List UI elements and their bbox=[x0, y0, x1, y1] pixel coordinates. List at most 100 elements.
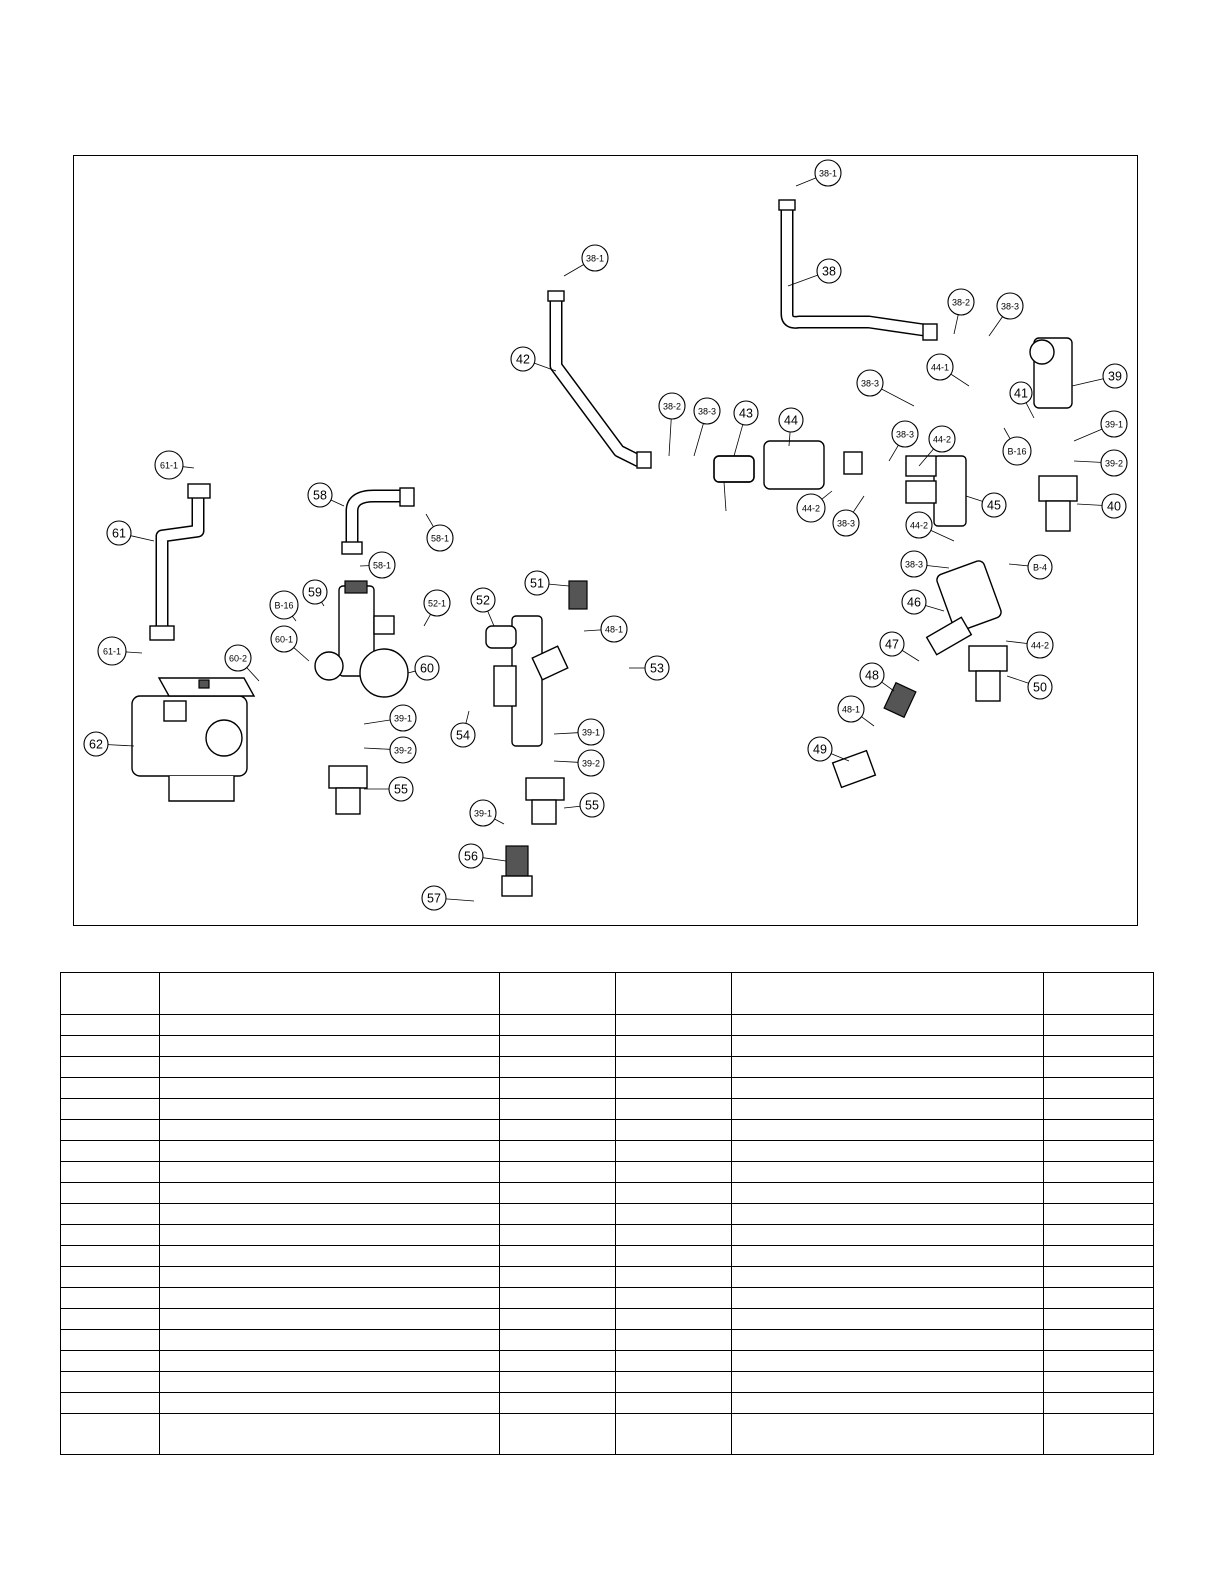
table-cell bbox=[615, 1350, 732, 1372]
table-cell bbox=[1043, 1014, 1154, 1036]
callout-bubble bbox=[579, 792, 605, 818]
callout-b-16a: B-16 bbox=[1002, 427, 1032, 466]
table-cell bbox=[731, 1056, 1044, 1078]
callout-39-1b: 39-1 bbox=[363, 704, 417, 732]
callout-text: 60 bbox=[420, 662, 434, 676]
table-cell bbox=[731, 1287, 1044, 1309]
callout-text: 38-2 bbox=[952, 298, 970, 308]
callout-bubble bbox=[97, 636, 127, 666]
callout-bubble bbox=[1101, 493, 1127, 519]
fitting-50 bbox=[968, 645, 1008, 702]
callout-lead-line bbox=[926, 565, 950, 569]
table-cell bbox=[60, 1077, 160, 1099]
table-row bbox=[60, 1182, 1154, 1204]
callout-lead-line bbox=[487, 610, 495, 627]
table-cell bbox=[1043, 1203, 1154, 1225]
callout-38-3a: 38-3 bbox=[988, 292, 1024, 337]
callout-text: 38-3 bbox=[861, 379, 879, 389]
table-cell bbox=[499, 1308, 616, 1330]
header-cell bbox=[159, 972, 500, 1015]
callout-lead-line bbox=[733, 424, 744, 457]
callout-lead-line bbox=[787, 274, 818, 287]
callout-text: 39-1 bbox=[582, 728, 600, 738]
callout-bubble bbox=[733, 400, 759, 426]
callout-lead-line bbox=[861, 716, 875, 727]
table-cell bbox=[615, 1098, 732, 1120]
table-cell bbox=[60, 1119, 160, 1141]
table-cell bbox=[159, 1098, 500, 1120]
callout-lead-line bbox=[246, 667, 260, 682]
table-cell bbox=[499, 1161, 616, 1183]
callout-lead-line bbox=[950, 373, 970, 387]
callout-lead-line bbox=[888, 444, 899, 462]
callout-lead-line bbox=[988, 316, 1003, 337]
table-cell bbox=[615, 1056, 732, 1078]
callout-lead-line bbox=[548, 583, 570, 587]
callout-lead-line bbox=[953, 314, 959, 335]
fitting-55a bbox=[328, 765, 368, 815]
table-body bbox=[60, 1014, 1154, 1455]
table-cell bbox=[499, 1056, 616, 1078]
table-cell bbox=[159, 1350, 500, 1372]
callout-bubble bbox=[83, 731, 109, 757]
callout-b-4: B-4 bbox=[1008, 554, 1053, 580]
table-cell bbox=[1043, 1098, 1154, 1120]
table-cell bbox=[731, 1161, 1044, 1183]
callout-lead-line bbox=[107, 744, 135, 747]
callout-bubble bbox=[1027, 674, 1053, 700]
callout-text: 60-2 bbox=[229, 654, 247, 664]
callout-38-1b: 38-1 bbox=[563, 244, 609, 277]
callout-text: 41 bbox=[1014, 387, 1028, 401]
table-row bbox=[60, 1245, 1154, 1267]
callout-text: 38-1 bbox=[819, 169, 837, 179]
callout-41: 41 bbox=[1009, 381, 1035, 419]
callout-text: 61 bbox=[112, 527, 126, 541]
fitting-40 bbox=[1038, 475, 1078, 532]
callout-text: 39-2 bbox=[582, 759, 600, 769]
table-cell bbox=[499, 1035, 616, 1057]
callout-lead-line bbox=[1006, 675, 1029, 684]
table-cell bbox=[1043, 1329, 1154, 1351]
callout-lead-line bbox=[563, 264, 584, 277]
callout-text: 53 bbox=[650, 662, 664, 676]
callout-lead-line bbox=[563, 805, 581, 809]
callout-bubble bbox=[796, 493, 826, 523]
callout-bubble bbox=[814, 159, 842, 187]
header-cell bbox=[1043, 972, 1154, 1015]
table-cell bbox=[1043, 1287, 1154, 1309]
callout-60-1: 60-1 bbox=[270, 625, 310, 662]
callout-39-2a: 39-2 bbox=[1073, 449, 1128, 477]
table-cell bbox=[731, 1014, 1044, 1036]
callout-bubble bbox=[450, 722, 476, 748]
table-cell bbox=[1043, 1308, 1154, 1330]
table-cell bbox=[615, 1392, 732, 1414]
table-cell bbox=[499, 1077, 616, 1099]
table-cell bbox=[731, 1140, 1044, 1162]
table-cell bbox=[60, 1371, 160, 1393]
callout-lead-line bbox=[918, 448, 934, 467]
callout-text: 44-2 bbox=[802, 504, 820, 514]
table-row bbox=[60, 1392, 1154, 1414]
callout-bubble bbox=[900, 550, 928, 578]
parts-table bbox=[60, 972, 1154, 1455]
callout-text: B-16 bbox=[274, 601, 293, 611]
callout-39: 39 bbox=[1071, 363, 1128, 389]
callout-48-1b: 48-1 bbox=[583, 615, 628, 643]
callout-bubble bbox=[106, 520, 132, 546]
callout-61-1a: 61-1 bbox=[154, 450, 195, 480]
callout-lead-line bbox=[553, 760, 579, 763]
table-cell bbox=[731, 1266, 1044, 1288]
table-row bbox=[60, 1119, 1154, 1141]
table-cell bbox=[1043, 1119, 1154, 1141]
callout-bubble bbox=[577, 718, 605, 746]
table-cell bbox=[1043, 1077, 1154, 1099]
pipe-58 bbox=[341, 487, 415, 555]
fitting-55b bbox=[525, 777, 565, 825]
callout-lead-line bbox=[881, 388, 915, 407]
table-cell bbox=[499, 1014, 616, 1036]
callout-47: 47 bbox=[879, 631, 920, 662]
pump-62 bbox=[131, 677, 256, 802]
callout-bubble bbox=[996, 292, 1024, 320]
callout-51: 51 bbox=[524, 570, 570, 596]
callout-text: 61-1 bbox=[160, 461, 178, 471]
